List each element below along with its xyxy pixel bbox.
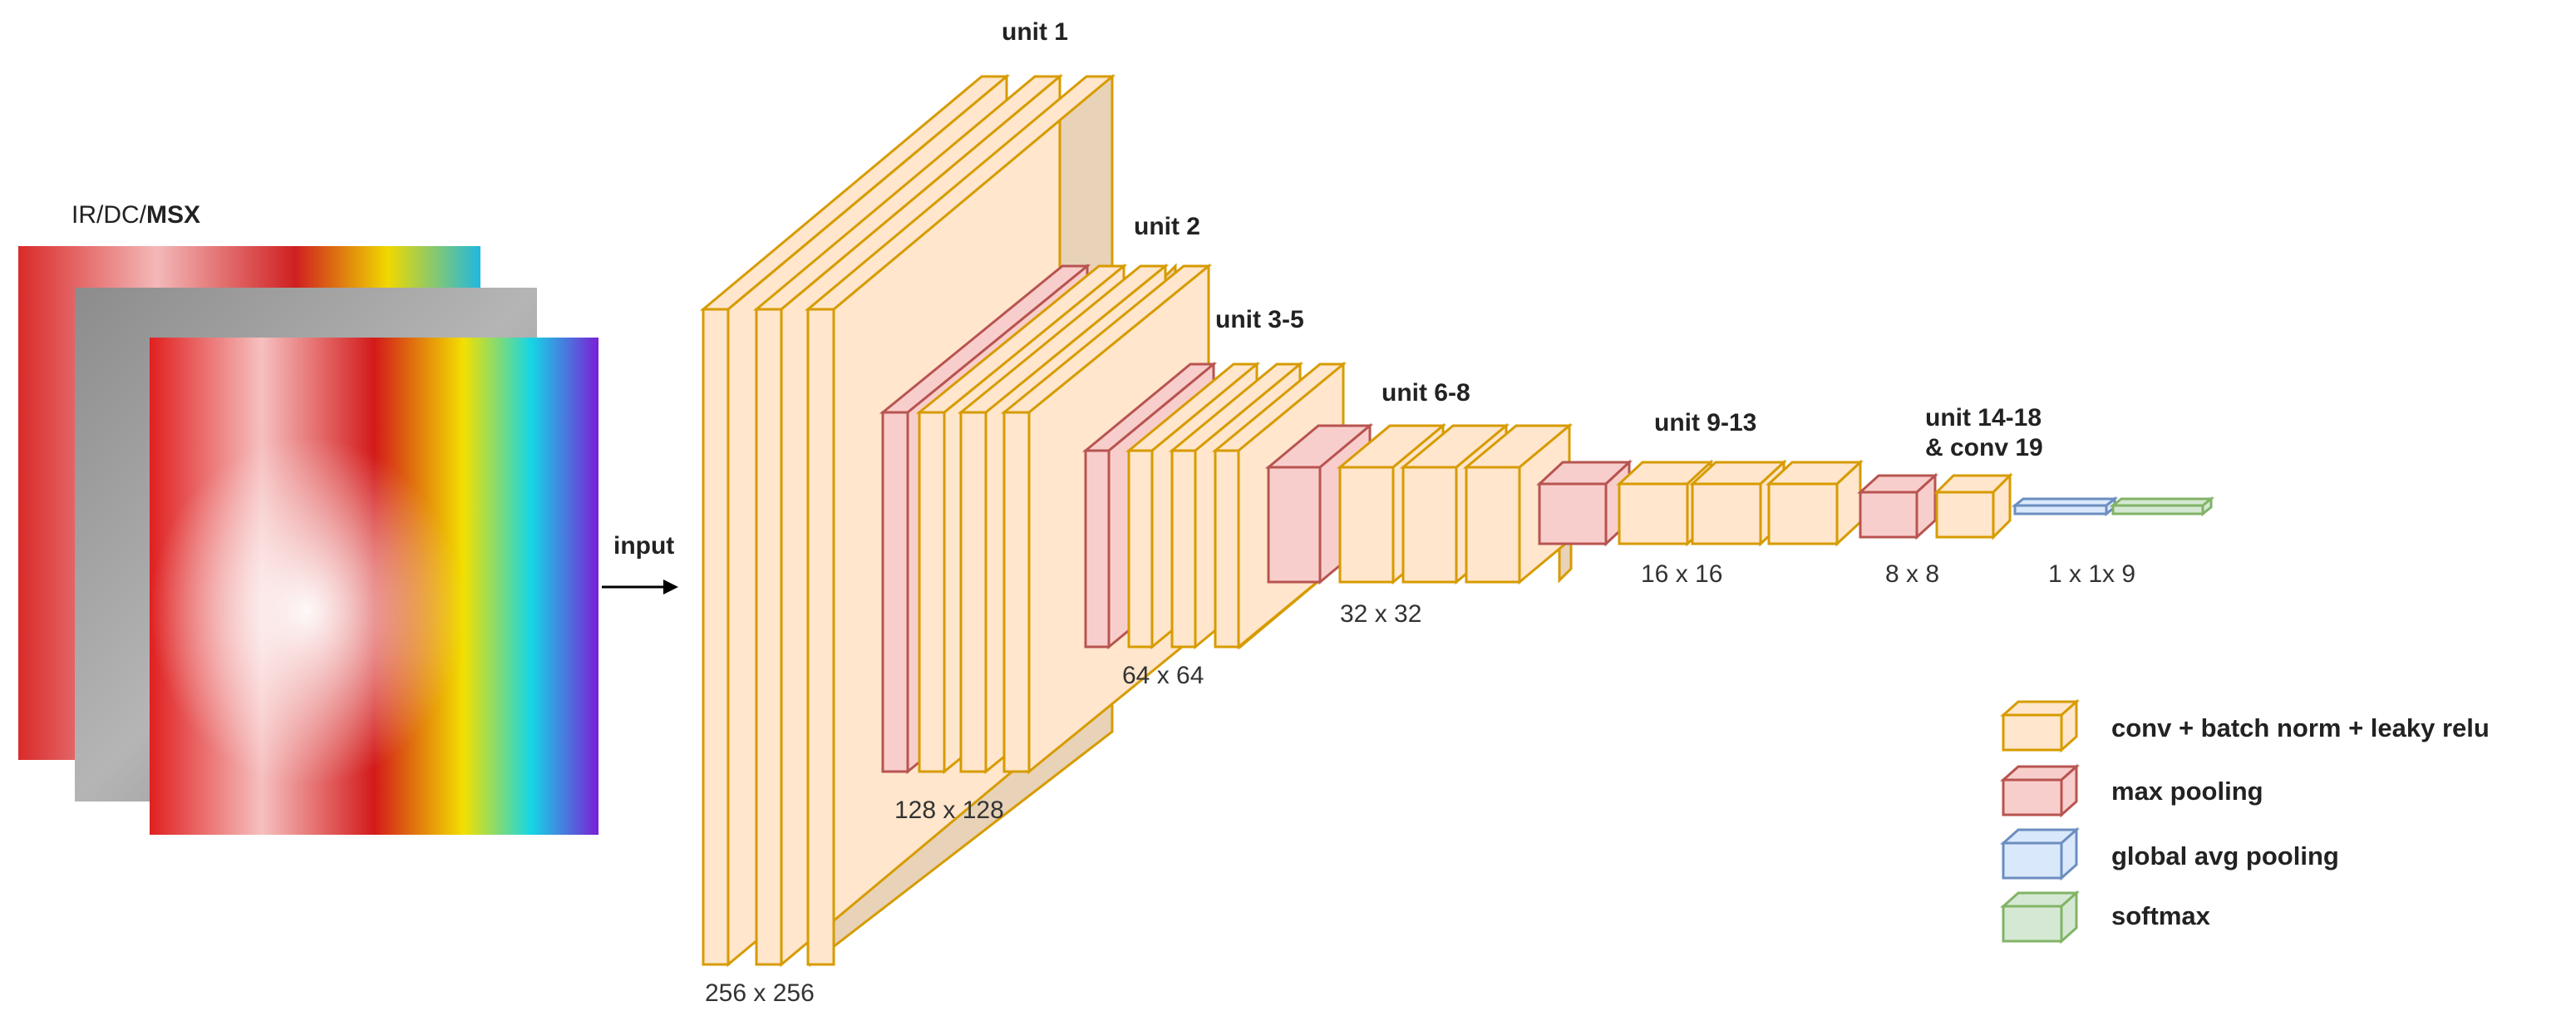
conv-layer [804, 75, 1116, 966]
size-16-label: 16 x 16 [1641, 560, 1722, 588]
arrow-head [663, 580, 678, 594]
legend-conv-label: conv + batch norm + leaky relu [2111, 713, 2490, 742]
size-8-label: 8 x 8 [1885, 560, 1939, 588]
unit-6-8-label: unit 6-8 [1382, 379, 1470, 407]
size-1-label: 1 x 1x 9 [2048, 560, 2135, 588]
input-title: IR/DC/MSX [71, 201, 200, 229]
input-image-stack: IR/DC/MSX [18, 201, 598, 835]
unit-2-label: unit 2 [1134, 213, 1200, 240]
conv-block [1766, 459, 1864, 547]
gap-block [2011, 496, 2119, 517]
msx-image-highlight [150, 338, 598, 835]
stage-unit-14-18: unit 14-18 & conv 19 8 x 8 [1857, 404, 2043, 588]
unit-9-13-label: unit 9-13 [1654, 409, 1756, 437]
size-256-label: 256 x 256 [705, 979, 815, 1007]
input-arrow: input [602, 532, 678, 594]
input-label: input [613, 532, 674, 560]
legend-item-maxpool: max pooling [2000, 763, 2263, 818]
stage-output: 1 x 1x 9 [2011, 496, 2215, 588]
unit-14-18-label-line2: & conv 19 [1925, 434, 2043, 461]
legend-item-conv: conv + batch norm + leaky relu [2000, 698, 2490, 753]
unit-1-label: unit 1 [1002, 18, 1068, 46]
legend-softmax-label: softmax [2111, 901, 2211, 930]
stage-unit-9-13: unit 9-13 16 x 16 [1536, 409, 1864, 588]
legend-maxpool-label: max pooling [2111, 777, 2263, 806]
size-128-label: 128 x 128 [894, 797, 1004, 824]
pool-block [1857, 472, 1938, 540]
legend-gap-label: global avg pooling [2111, 841, 2339, 871]
conv-block [1933, 472, 2013, 540]
pool-block [1536, 459, 1633, 547]
size-64-label: 64 x 64 [1122, 662, 1204, 689]
softmax-block [2109, 496, 2215, 517]
size-32-label: 32 x 32 [1340, 600, 1421, 628]
legend-item-gap: global avg pooling [2000, 826, 2339, 881]
unit-14-18-label-line1: unit 14-18 [1925, 404, 2042, 432]
unit-3-5-label: unit 3-5 [1215, 306, 1304, 333]
stage-unit-6-8: unit 6-8 32 x 32 [1264, 379, 1574, 628]
legend: conv + batch norm + leaky relu max pooli… [2000, 698, 2490, 945]
legend-item-softmax: softmax [2000, 890, 2211, 945]
